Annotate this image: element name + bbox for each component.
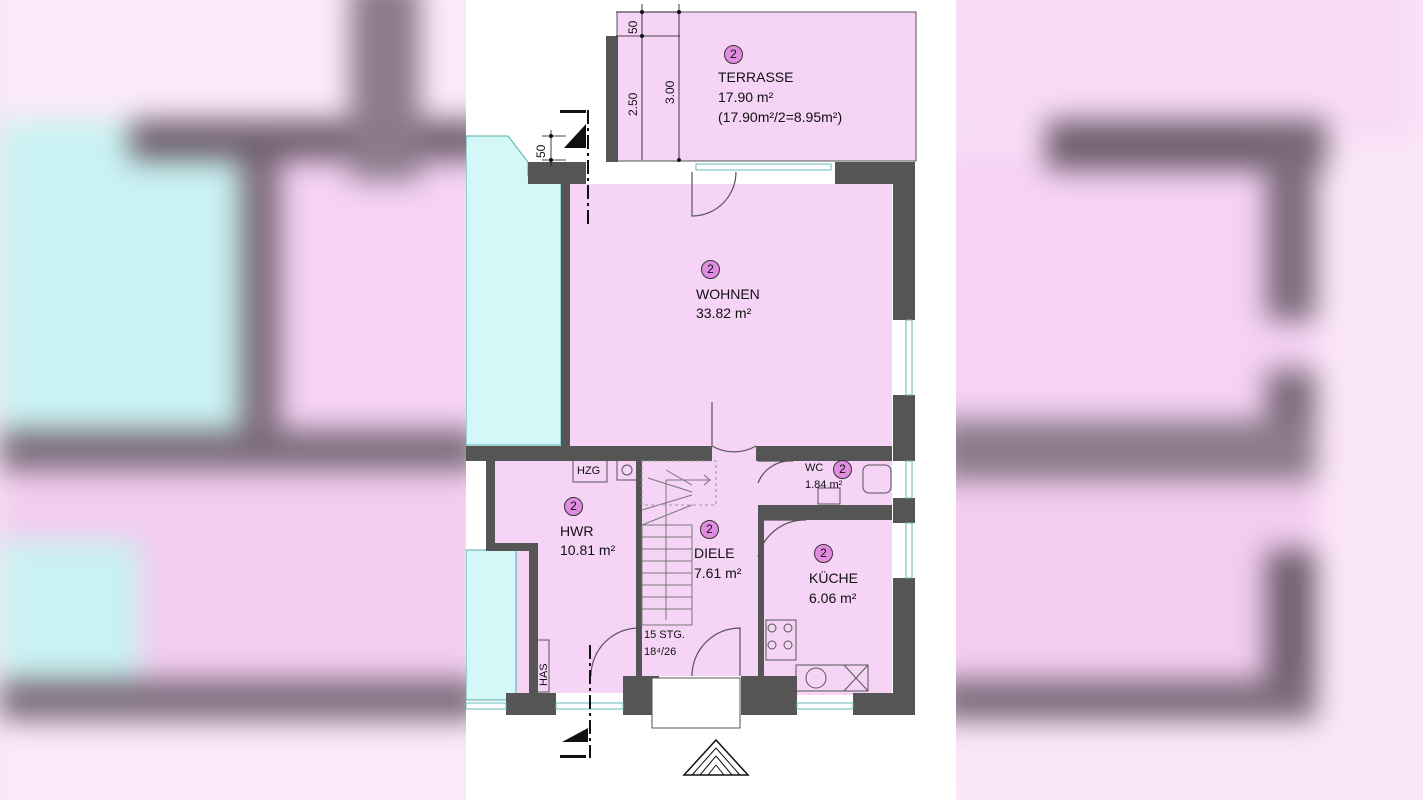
wc-floor	[762, 461, 892, 505]
section-marker-bottom	[560, 645, 591, 758]
kueche-name: KÜCHE	[809, 570, 859, 586]
wc-name: WC	[805, 462, 824, 474]
walls	[466, 36, 915, 715]
diele-area: 7.61 m²	[694, 565, 742, 581]
terrace-note: (17.90m²/2=8.95m²)	[718, 109, 843, 125]
floor-plan-drawing	[466, 4, 917, 776]
wohnen-name: WOHNEN	[696, 286, 760, 302]
wohnen-area: 33.82 m²	[696, 305, 752, 321]
hwr-name: HWR	[560, 523, 594, 539]
right-blurred-background	[956, 0, 1423, 800]
house-connection-label: HAS	[538, 663, 550, 686]
dimension-2-50: 2.50	[626, 92, 640, 116]
hwr-area: 10.81 m²	[560, 542, 616, 558]
wc-badge: 2	[833, 460, 852, 479]
stairs-ratio-label: 18⁴/26	[644, 646, 677, 658]
left-blurred-background	[0, 0, 466, 800]
dimension-ticks	[549, 10, 681, 162]
door-swings	[590, 171, 807, 677]
diele-badge: 2	[700, 520, 719, 539]
wc-area: 1.84 m²	[805, 479, 843, 491]
entrance-landing	[651, 677, 741, 729]
dimension-50-top: 50	[626, 20, 640, 34]
entrance-arrow-icon	[682, 738, 750, 776]
dimension-50-left: 50	[534, 144, 548, 158]
terrace-badge: 2	[724, 45, 743, 64]
terrace-area	[616, 11, 917, 162]
terrace-area: 17.90 m²	[718, 89, 774, 105]
diele-name: DIELE	[694, 545, 735, 561]
section-marker-top	[560, 110, 589, 225]
dimension-3-00: 3.00	[663, 80, 677, 104]
neighbor-bath	[466, 549, 517, 701]
terrace-name: TERRASSE	[718, 69, 794, 85]
wohnen-badge: 2	[701, 260, 720, 279]
staircase	[641, 460, 717, 626]
heating-label: HZG	[577, 465, 601, 477]
dimension-lines	[542, 4, 680, 166]
kueche-area: 6.06 m²	[809, 590, 857, 606]
hwr-badge: 2	[564, 497, 583, 516]
fixtures	[536, 459, 892, 693]
stairs-count-label: 15 STG.	[644, 629, 685, 641]
kueche-badge: 2	[814, 544, 833, 563]
floor-plan: 2 TERRASSE 17.90 m² (17.90m²/2=8.95m²) 2…	[466, 0, 956, 800]
